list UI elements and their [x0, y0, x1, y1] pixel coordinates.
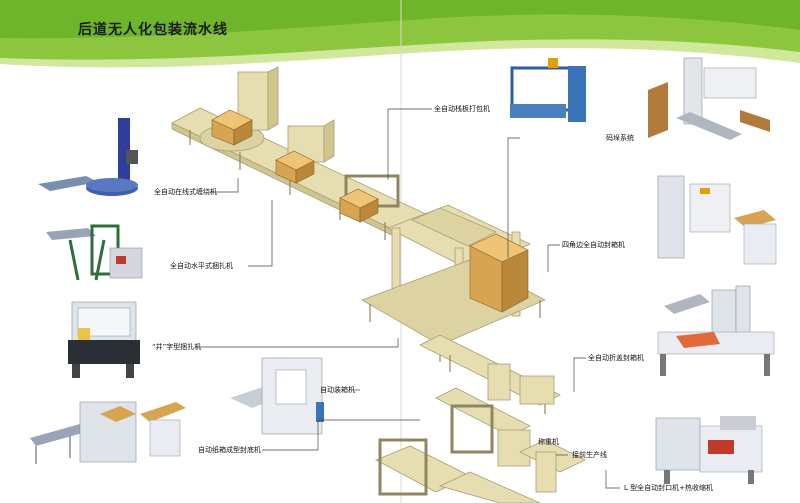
label-stretch-wrapper: 全自动在线式缠绕机 — [154, 188, 217, 196]
page-title: 后道无人化包装流水线 — [78, 22, 228, 38]
header-wave-highlight — [0, 0, 800, 39]
horizontal-strapper-icon — [46, 224, 143, 281]
label-case-erector: 自动纸箱成型封底机 — [198, 446, 261, 454]
pallet-strapper-icon — [510, 58, 586, 122]
case-erector-icon — [30, 401, 186, 464]
label-production-line: 接前生产线 — [572, 451, 607, 459]
label-palletizer: 码垛系统 — [606, 134, 634, 142]
label-weighing-scale: 称重机 — [538, 438, 559, 446]
stretch-wrapper-icon — [38, 118, 138, 196]
label-horizontal-strapper: 全自动水平式捆扎机 — [170, 262, 233, 270]
label-case-packer: 自动装箱机 — [320, 386, 355, 394]
label-cross-strapper: “井”字型捆扎机 — [152, 343, 202, 351]
corner-sealer-icon — [657, 175, 777, 265]
palletizer-icon — [648, 57, 770, 140]
label-pallet-strapper: 全自动栈板打包机 — [434, 105, 490, 113]
cartons — [211, 109, 529, 313]
leader-lines — [196, 108, 620, 489]
case-packer-icon — [230, 357, 324, 435]
label-flap-folder-sealer: 全自动折盖封箱机 — [588, 354, 644, 362]
label-l-sealer-shrink: L 型全自动封口机+热收缩机 — [624, 484, 713, 492]
l-sealer-shrink-icon — [655, 416, 763, 484]
label-corner-sealer: 四角边全自动封箱机 — [562, 241, 625, 249]
flap-folder-sealer-icon — [657, 285, 775, 376]
cross-strapper-icon — [68, 301, 140, 378]
